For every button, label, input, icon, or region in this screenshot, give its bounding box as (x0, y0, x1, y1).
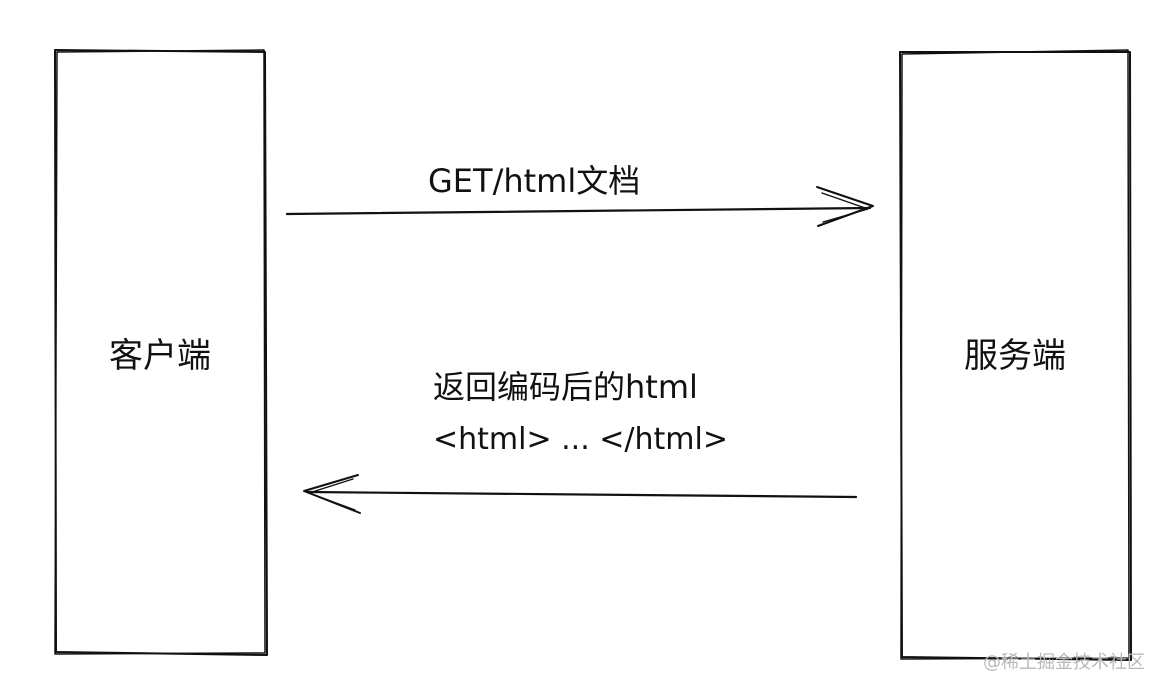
server-label: 服务端 (964, 336, 1066, 376)
server-box (899, 49, 1132, 661)
request-label: GET/html文档 (428, 162, 640, 200)
request-arrow (285, 186, 874, 227)
response-arrow (303, 474, 858, 514)
client-label: 客户端 (109, 336, 211, 376)
response-label-line1: 返回编码后的html (433, 368, 698, 406)
watermark: @稀土掘金技术社区 (983, 652, 1145, 673)
response-label-line2: <html> ... </html> (433, 422, 728, 457)
client-box (54, 49, 268, 656)
